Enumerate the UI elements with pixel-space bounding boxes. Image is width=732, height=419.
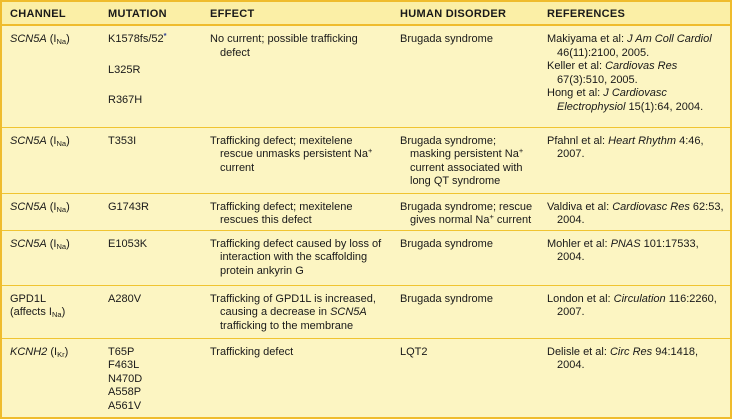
- mutations-line: T65P: [108, 345, 135, 358]
- channel-line: (affects INa): [10, 306, 66, 319]
- column-header-channel: CHANNEL: [2, 2, 100, 26]
- column-header-effect: EFFECT: [202, 2, 392, 26]
- disorder-cell: Brugada syndrome; rescue gives normal Na…: [392, 192, 539, 230]
- channel-cell: SCN5A (INa): [2, 229, 100, 285]
- mutation-cell: A280V: [100, 284, 202, 338]
- mutation-cell: K1578fs/52* L325R R367H: [100, 25, 202, 127]
- effect-cell: Trafficking defect: [202, 337, 392, 417]
- disorder-line: Brugada syndrome; masking persistent Na+…: [400, 134, 524, 188]
- disorder-cell: Brugada syndrome: [392, 229, 539, 285]
- references-cell: Delisle et al: Circ Res 94:1418, 2004.: [539, 337, 730, 417]
- channel-line: SCN5A (INa): [10, 134, 70, 148]
- references-line: Pfahnl et al: Heart Rhythm 4:46, 2007.: [547, 134, 704, 161]
- mutation-cell: E1053K: [100, 229, 202, 285]
- disorder-cell: Brugada syndrome; masking persistent Na+…: [392, 126, 539, 193]
- references-cell: Valdiva et al: Cardiovasc Res 62:53, 200…: [539, 192, 730, 230]
- disorder-cell: Brugada syndrome: [392, 284, 539, 338]
- mutations-line: F463L: [108, 359, 140, 371]
- effect-line: Trafficking defect; mexitelene rescue un…: [210, 134, 373, 174]
- references-line: Valdiva et al: Cardiovasc Res 62:53, 200…: [547, 200, 724, 227]
- effect-line: Trafficking defect: [210, 345, 294, 358]
- disorder-cell: Brugada syndrome: [392, 25, 539, 127]
- references-line: Mohler et al: PNAS 101:17533, 2004.: [547, 237, 699, 264]
- table-row: SCN5A (INa) G1743R Trafficking defect; mex…: [2, 192, 730, 230]
- mutations-line: N470D: [108, 372, 143, 385]
- effect-line: Trafficking of GPD1L is increased, causi…: [210, 292, 376, 332]
- table-row: GPD1L(affects INa) A280V Trafficking of GP…: [2, 284, 730, 338]
- disorder-line: Brugada syndrome: [400, 33, 493, 45]
- references-cell: London et al: Circulation 116:2260, 2007…: [539, 284, 730, 338]
- table-row: SCN5A (INa) K1578fs/52* L325R R367H No curre…: [2, 25, 730, 127]
- mutations-line: A558P: [108, 386, 142, 398]
- channel-cell: KCNH2 (IKr): [2, 337, 100, 417]
- references-line: London et al: Circulation 116:2260, 2007…: [547, 292, 717, 319]
- references-cell: Mohler et al: PNAS 101:17533, 2004.: [539, 229, 730, 285]
- channel-cell: SCN5A (INa): [2, 126, 100, 193]
- channel-line: SCN5A (INa): [10, 33, 70, 46]
- effect-cell: Trafficking defect caused by loss of int…: [202, 229, 392, 285]
- channel-cell: SCN5A (INa): [2, 25, 100, 127]
- column-header-disorder: HUMAN DISORDER: [392, 2, 539, 26]
- column-header-mutation: MUTATION: [100, 2, 202, 26]
- channel-line: SCN5A (INa): [10, 200, 70, 214]
- disorder-line: Brugada syndrome: [400, 237, 493, 250]
- table-row: SCN5A (INa) T353I Trafficking defect; mexi…: [2, 126, 730, 193]
- effect-line: Trafficking defect caused by loss of int…: [210, 237, 382, 277]
- table-header: CHANNEL MUTATION EFFECT HUMAN DISORDER R…: [2, 2, 730, 26]
- channel-line: GPD1L: [10, 292, 47, 305]
- effect-line: No current; possible trafficking defect: [210, 33, 358, 59]
- mutations-line: L325R: [108, 63, 141, 76]
- mutations-line: T353I: [108, 134, 137, 147]
- column-header-references: REFERENCES: [539, 2, 730, 26]
- table-row: SCN5A (INa) E1053K Trafficking defect caus…: [2, 229, 730, 285]
- channel-cell: GPD1L(affects INa): [2, 284, 100, 338]
- references-line: Keller et al: Cardiovas Res 67(3):510, 2…: [547, 60, 678, 86]
- disorder-line: Brugada syndrome; rescue gives normal Na…: [400, 200, 533, 227]
- channel-cell: SCN5A (INa): [2, 192, 100, 230]
- channel-line: SCN5A (INa): [10, 237, 70, 251]
- mutations-line: A561V: [108, 399, 142, 412]
- references-line: Makiyama et al: J Am Coll Cardiol 46(11)…: [547, 33, 712, 59]
- mutation-cell: G1743R: [100, 192, 202, 230]
- disorder-cell: LQT2: [392, 337, 539, 417]
- effect-cell: Trafficking of GPD1L is increased, causi…: [202, 284, 392, 338]
- channel-line: KCNH2 (IKr): [10, 345, 69, 359]
- effect-cell: Trafficking defect; mexitelene rescue un…: [202, 126, 392, 193]
- references-cell: Pfahnl et al: Heart Rhythm 4:46, 2007.: [539, 126, 730, 193]
- references-line: Delisle et al: Circ Res 94:1418, 2004.: [547, 345, 699, 372]
- disorder-line: LQT2: [400, 345, 428, 358]
- references-line: Hong et al: J Cardiovasc Electrophysiol …: [547, 87, 704, 113]
- mutation-cell: T353I: [100, 126, 202, 193]
- mutations-line: E1053K: [108, 237, 148, 250]
- table-body: SCN5A (INa) K1578fs/52* L325R R367H No curre…: [2, 25, 730, 417]
- disorder-line: Brugada syndrome: [400, 292, 493, 305]
- mutations-line: G1743R: [108, 200, 149, 213]
- mutations-line: K1578fs/52*: [108, 31, 167, 45]
- effect-cell: No current; possible trafficking defect: [202, 25, 392, 127]
- mutations-line: A280V: [108, 292, 142, 305]
- references-cell: Makiyama et al: J Am Coll Cardiol 46(11)…: [539, 25, 730, 127]
- mutations-line: R367H: [108, 94, 143, 106]
- effect-cell: Trafficking defect; mexitelene rescues t…: [202, 192, 392, 230]
- effect-line: Trafficking defect; mexitelene rescues t…: [210, 200, 353, 227]
